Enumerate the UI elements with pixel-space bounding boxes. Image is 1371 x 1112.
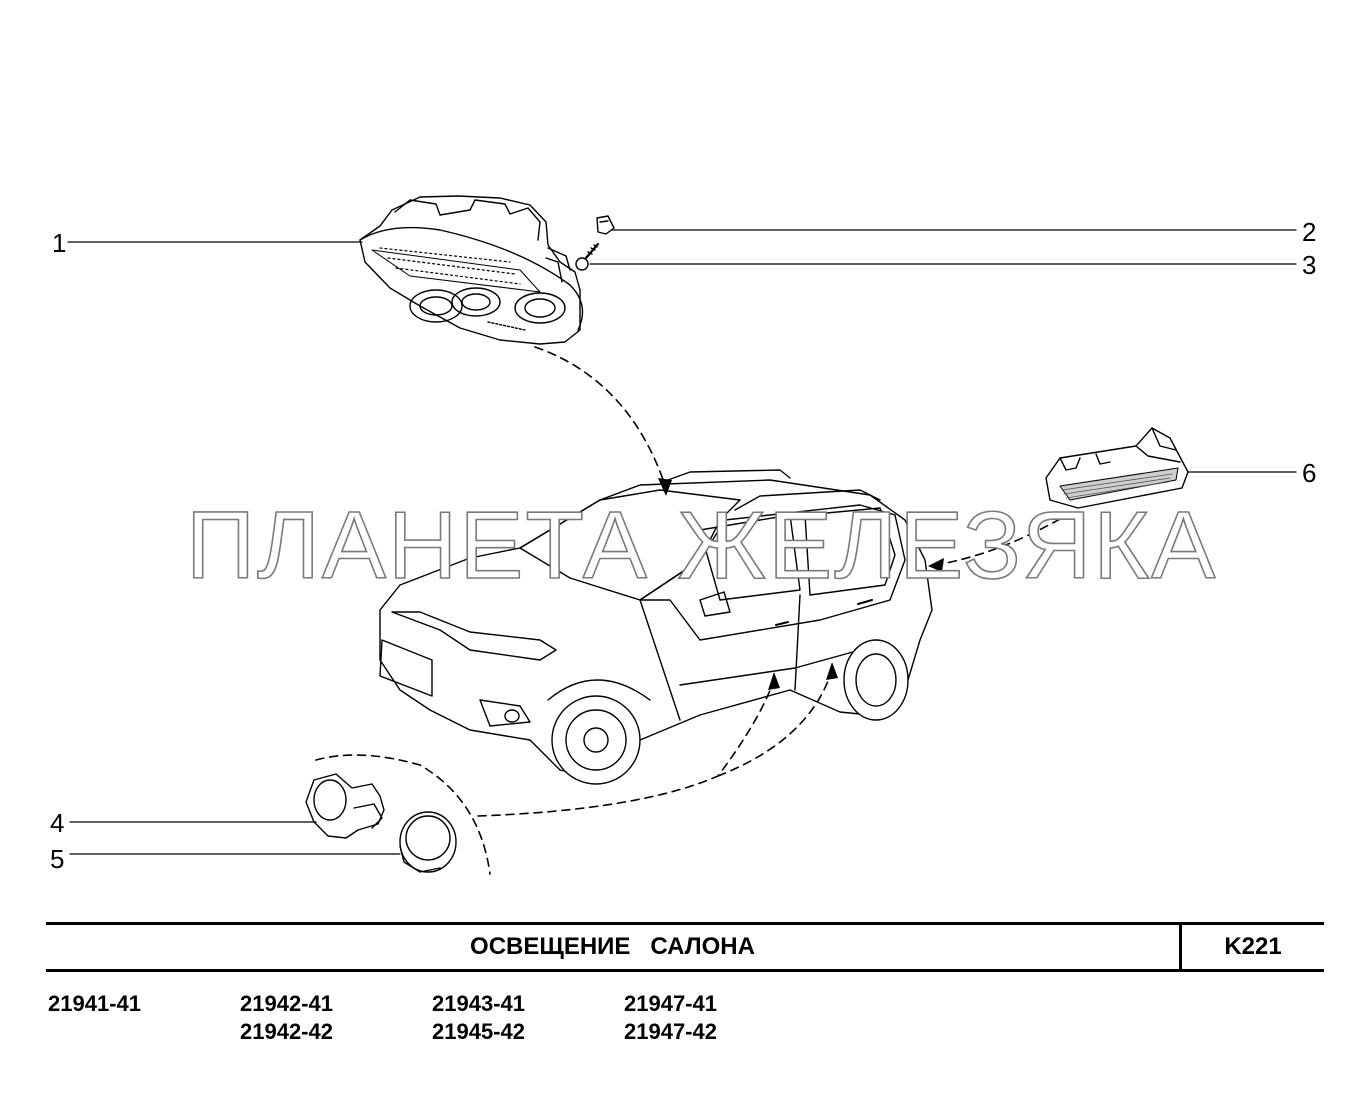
car-illustration (379, 469, 933, 785)
screw-part-3 (575, 242, 600, 271)
page-title: ОСВЕЩЕНИЕ САЛОНА (470, 933, 755, 960)
model-code: 21945-42 (432, 1019, 525, 1044)
callout-2: 2 (1302, 217, 1317, 247)
watermark: ПЛАНЕТА ЖЕЛЕЗЯКА (185, 492, 1218, 599)
model-code: 21942-41 (240, 991, 333, 1016)
routing-lines (315, 346, 1073, 875)
cap-part-5 (399, 811, 457, 873)
callout-6: 6 (1302, 458, 1317, 488)
lamp-part-6 (1045, 427, 1189, 509)
model-code: 21941-41 (48, 991, 141, 1016)
leader-lines (67, 229, 1297, 855)
model-code: 21943-41 (432, 991, 525, 1016)
model-code: 21947-41 (624, 991, 717, 1016)
title-divider (1179, 925, 1182, 969)
callout-5: 5 (50, 844, 65, 874)
model-code: 21942-42 (240, 1019, 333, 1044)
title-block: ОСВЕЩЕНИЕ САЛОНА K221 (46, 922, 1324, 972)
callout-1: 1 (52, 228, 67, 258)
model-code: 21947-42 (624, 1019, 717, 1044)
callout-4: 4 (50, 808, 65, 838)
clip-part-2 (596, 215, 615, 235)
section-code: K221 (1224, 933, 1282, 960)
bulb-holder-part-4 (305, 773, 385, 839)
routing-arrowheads (658, 478, 944, 690)
callout-3: 3 (1302, 250, 1317, 280)
roof-lamp-part-1 (359, 195, 584, 345)
